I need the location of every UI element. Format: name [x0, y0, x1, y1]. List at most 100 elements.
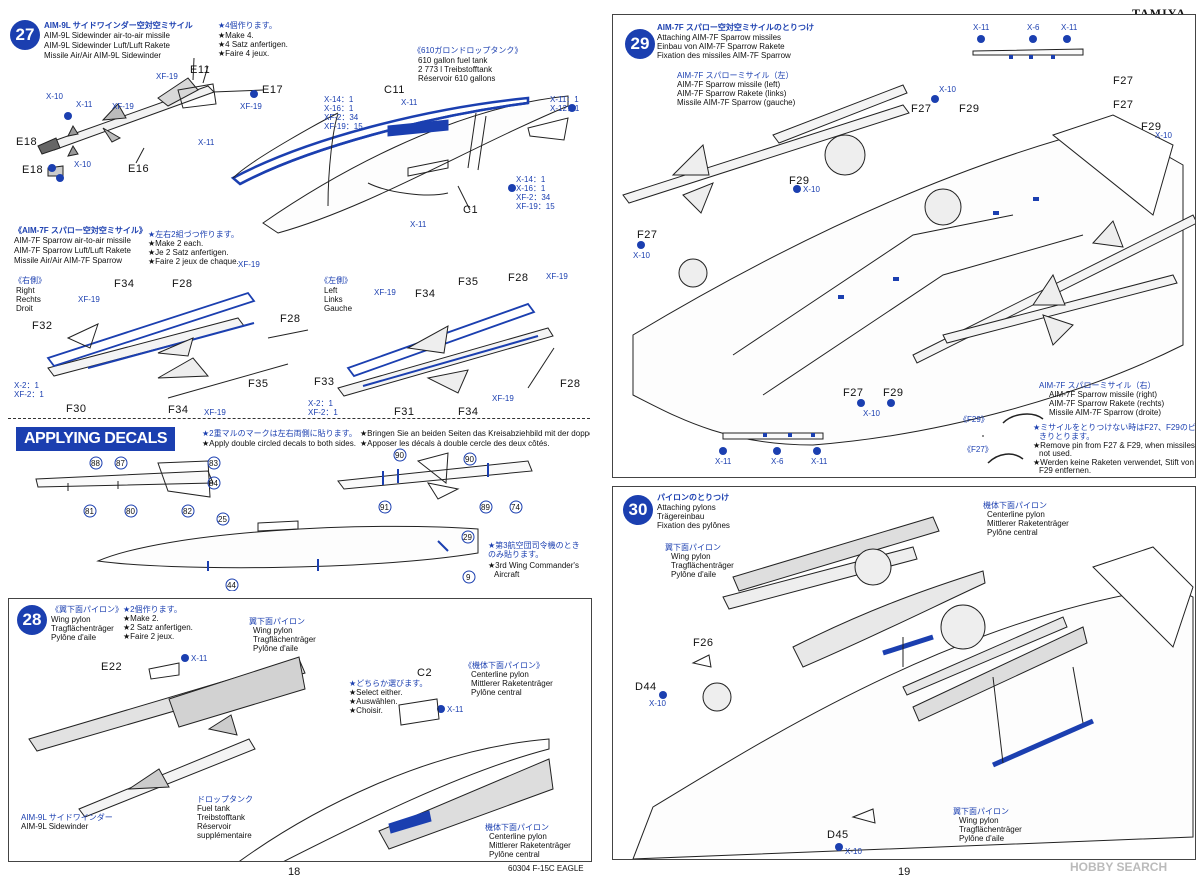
centerline2-jp: 機体下面パイロン	[485, 823, 549, 832]
paint-x11: X-11	[410, 220, 427, 229]
paint-dot	[887, 399, 895, 407]
paint-x6: X-6	[771, 457, 784, 466]
part-e11: E11	[190, 64, 211, 76]
paint-dot	[813, 447, 821, 455]
paint-xf19: XF-19	[112, 102, 134, 111]
part-f31: F31	[394, 406, 415, 416]
decal-note-jp: ★2重マルのマークは左右両側に貼ります。	[202, 429, 357, 438]
paint-x11: X-11	[1061, 23, 1078, 32]
right-missile-en: AIM-7F Sparrow missile (right)	[1049, 390, 1158, 399]
decal-note-fr: ★Apposer les décals à double cercle des …	[360, 439, 550, 448]
select-de: ★Auswählen.	[349, 697, 398, 706]
paint-x10: X-10	[863, 409, 880, 418]
sparrow-title-en: AIM-7F Sparrow air-to-air missile	[14, 236, 131, 245]
step-title-jp: AIM-7F スパロー空対空ミサイルのとりつけ	[657, 23, 814, 32]
step-title-en: Wing pylon	[51, 615, 91, 624]
step-30-drawing	[632, 516, 1194, 859]
paint-mix: X-12：1	[550, 104, 580, 113]
make-de: ★2 Satz anfertigen.	[123, 623, 193, 632]
part-f28: F28	[560, 378, 581, 390]
select-fr: ★Choisir.	[349, 706, 383, 715]
step-title-jp: パイロンのとりつけ	[657, 493, 730, 502]
part-c11: C11	[384, 84, 405, 96]
paint-dot	[64, 112, 72, 120]
make2-jp: ★左右2組づつ作ります。	[148, 230, 239, 239]
part-f27: F27	[1113, 99, 1134, 111]
step-27-drawing	[37, 57, 569, 399]
paint-dot	[719, 447, 727, 455]
decal-81: 81	[85, 507, 94, 516]
wing-pylon2-fr: Pylône d'aile	[959, 834, 1005, 843]
paint-xf19: XF-19	[156, 72, 178, 81]
tank-title-fr: Réservoir 610 gallons	[418, 74, 496, 83]
centerline-jp: 《機体下面パイロン》	[464, 661, 544, 670]
step-title-de: Einbau von AIM-7F Sparrow Rakete	[657, 42, 785, 51]
paint-mix: XF-19：15	[324, 122, 363, 131]
paint-x10: X-10	[74, 160, 91, 169]
centerline-de: Mittlerer Raketenträger	[987, 519, 1069, 528]
paint-x11: X-11	[811, 457, 828, 466]
paint-dot	[56, 174, 64, 182]
decals-banner: APPLYING DECALS	[16, 427, 176, 451]
right-side-fr: Droit	[16, 304, 33, 313]
sidewinder-en: AIM-9L Sidewinder	[21, 822, 89, 831]
left-side-en: Left	[324, 286, 338, 295]
tank-title-en: 610 gallon fuel tank	[418, 56, 488, 65]
step-27-panel: 27 AIM-9L サイドワインダー空対空ミサイル AIM-9L Sidewin…	[8, 8, 590, 416]
wing-note-jp: ★第3航空団司令機のときのみ貼ります。	[488, 541, 580, 560]
sparrow-title-de: AIM-7F Sparrow Luft/Luft Rakete	[14, 246, 131, 255]
paint-x10: X-10	[845, 847, 862, 856]
step-number: 30	[623, 495, 653, 525]
make2-fr: ★Faire 2 jeux de chaque.	[148, 257, 239, 266]
tank-title-jp: 《610ガロンドロップタンク》	[413, 46, 523, 55]
step-title-fr: Missile Air/Air AIM-9L Sidewinder	[44, 51, 162, 60]
fuel-tank-en: Fuel tank	[197, 804, 230, 813]
paint-xf19: XF-19	[546, 272, 568, 281]
part-f35: F35	[248, 378, 269, 390]
f29-detail: 《F29》	[959, 415, 989, 424]
part-f27: F27	[1113, 75, 1134, 87]
decal-74: 74	[511, 503, 520, 512]
step-title-fr: Fixation des pylônes	[657, 521, 730, 530]
paint-x6: X-6	[1027, 23, 1040, 32]
paint-mix: XF-2：1	[14, 390, 44, 399]
decal-88: 88	[91, 459, 100, 468]
decal-44: 44	[227, 581, 236, 590]
part-c2: C2	[417, 667, 433, 679]
paint-xf19: XF-19	[240, 102, 262, 111]
wing-pylon-fr: Pylône d'aile	[671, 570, 717, 579]
part-d44: D44	[635, 681, 657, 693]
paint-x10: X-10	[803, 185, 820, 194]
step-30-panel: 30 パイロンのとりつけ Attaching pylons Trägereinb…	[612, 486, 1196, 860]
kit-number: 60304 F-15C EAGLE	[508, 864, 584, 873]
centerline-fr: Pylône central	[987, 528, 1038, 537]
step-number: 27	[10, 20, 40, 50]
wing-note-en2: Aircraft	[494, 570, 520, 579]
wing-pylon-fr: Pylône d'aile	[253, 644, 299, 653]
select-en: ★Select either.	[349, 688, 403, 697]
paint-xf19: XF-19	[492, 394, 514, 403]
fuel-tank-jp: ドロップタンク	[197, 795, 253, 804]
part-e22: E22	[101, 661, 123, 673]
decal-87: 87	[116, 459, 125, 468]
paint-x11: X-11	[198, 138, 215, 147]
paint-mix: X-14：1	[516, 175, 546, 184]
centerline2-fr: Pylône central	[489, 850, 540, 859]
decal-84: 84	[209, 479, 218, 488]
fuel-tank-de: Treibstofftank	[197, 813, 246, 822]
left-missile-en: AIM-7F Sparrow missile (left)	[677, 80, 781, 89]
right-missile-jp: AIM-7F スパローミサイル（右）	[1039, 381, 1156, 390]
right-page: 29 AIM-7F スパロー空対空ミサイルのとりつけ Attaching AIM…	[602, 0, 1200, 879]
make-en: ★Make 2.	[123, 614, 159, 623]
decal-82: 82	[183, 507, 192, 516]
paint-mix: XF-2：34	[324, 113, 359, 122]
paint-dot	[1029, 35, 1037, 43]
step-title-en: Attaching AIM-7F Sparrow missiles	[657, 33, 782, 42]
step-title-fr: Fixation des missiles AIM-7F Sparrow	[657, 51, 791, 60]
make-fr: ★Faire 2 jeux.	[123, 632, 175, 641]
step-title-de: Trägereinbau	[657, 512, 705, 521]
part-f34: F34	[114, 278, 135, 290]
paint-mix: X-16：1	[516, 184, 546, 193]
wing-pylon-en: Wing pylon	[671, 552, 711, 561]
right-side-jp: 《右側》	[14, 276, 46, 285]
